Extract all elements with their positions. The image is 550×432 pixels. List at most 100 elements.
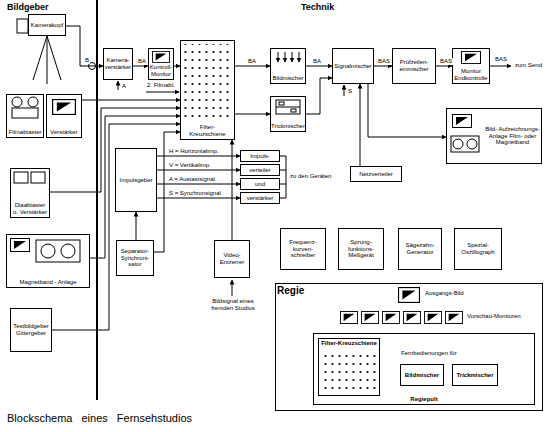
connector (232, 140, 233, 240)
node-text: Regiepult (410, 396, 437, 403)
annotation-label: A (121, 83, 127, 90)
node-text: Trickmischer (456, 372, 493, 379)
node-text: Filter-Kreuzschiene (321, 340, 377, 347)
node-text: Diaabtaster u. Verstärker (12, 202, 48, 216)
annotation-label: Ausgangs-Bild (424, 290, 465, 297)
signal-label: B (84, 57, 90, 64)
process-box: Trickmischer (270, 96, 306, 132)
mixer-arrows (278, 52, 299, 62)
node-text: Impuls- (250, 153, 270, 160)
process-box: Bildmischer (270, 48, 306, 84)
process-box: Spezial- Oszillograph (454, 228, 502, 270)
annotation-label: S (347, 88, 353, 95)
process-box: Kontroll- Monitor (148, 48, 174, 80)
process-box: Sägezahn- Generator (398, 228, 442, 270)
connector (82, 100, 180, 101)
signal-stub (146, 92, 179, 93)
annotation-label: Bildsignal eines fremden Studios (203, 298, 263, 312)
node-text: Monitor Endkontrolle (454, 68, 488, 82)
node-text: Kamerakopf (31, 22, 63, 29)
connector (436, 66, 452, 67)
node-text: Bildmischer (272, 75, 303, 82)
signal-label: BA (312, 58, 322, 65)
node-text: Spezial- Oszillograph (456, 242, 500, 256)
process-box: Video- Entzerrer (214, 240, 250, 278)
process-box: Sprung- funktions- Meßgerät (338, 228, 384, 270)
connector (235, 114, 270, 115)
node-text: Filmabtaster (8, 129, 41, 136)
caption: Blockschema eines Fernsehstudios (6, 412, 193, 425)
recorder-reels-drawing (451, 136, 479, 152)
signal-label: A = Austastsignal (168, 176, 216, 183)
node-text: Frequenz- kurven- schreiber (282, 239, 324, 260)
signal-label: H = Horizontalimp. (168, 148, 220, 155)
camera-drawing (17, 19, 61, 84)
node-text: Testbildgeber Gittergeber (12, 323, 50, 337)
process-box: Monitor Endkontrolle (452, 48, 490, 84)
control-desk: Regiepult Filter-KreuzschieneBildmischer T… (313, 333, 535, 405)
signal-label: S = Synchronsignal (168, 190, 222, 197)
node-text: Kontroll- Monitor (150, 64, 172, 78)
process-box: Bildmischer (400, 364, 444, 386)
connector (133, 66, 148, 67)
annotation-label: Fernbedienungen für (400, 350, 458, 357)
distribution-bracket (280, 156, 286, 198)
crossbar-dots (184, 44, 231, 122)
node-text: Prüfzeilen- einmischer (394, 59, 434, 73)
process-box: Trickmischer (452, 364, 498, 386)
signal-label: BAS (377, 58, 391, 65)
node-text: Sägezahn- Generator (400, 242, 440, 256)
node-text: verteiler (249, 167, 270, 174)
node-text: Bild- Aufzeichnungs- Anlage Film- oder M… (485, 126, 540, 147)
process-box: Kamera- verstärker (103, 48, 133, 80)
node-text: Magnetband - Anlage (19, 279, 76, 286)
node-text: Impulsgeber (119, 177, 152, 184)
node-text: Sprung- funktions- Meßgerät (340, 239, 382, 260)
annotation-label: Vorschau-Monitoren (466, 313, 522, 320)
connector (66, 26, 103, 66)
control-room-region: RegieRegiepult Filter-KreuzschieneBildmis… (275, 283, 543, 411)
signal-stub (344, 85, 345, 96)
annotation-label: zu den Geräten (289, 173, 332, 180)
connector (136, 212, 137, 240)
crossbar-dots (322, 350, 376, 392)
trick-mixer-drawing (276, 100, 300, 114)
film-scanner-drawing (12, 97, 38, 118)
column-divider (96, 0, 98, 400)
node-text: Kamera- verstärker (105, 57, 132, 71)
node-text: und (255, 181, 265, 188)
process-box: Signalmischer (332, 48, 374, 84)
node-text: Regie (277, 285, 304, 297)
node-text: Bildmischer (405, 372, 439, 379)
signal-label: BA (137, 58, 147, 65)
process-box: Filter-Kreuzschiene (318, 338, 380, 396)
input-arrow (232, 280, 233, 296)
process-box: Filter- Kreuzschiene (180, 40, 235, 140)
signal-label: BAS (439, 58, 453, 65)
node-text: Video- Entzerrer (216, 252, 248, 266)
output-arrow (490, 66, 511, 67)
signal-stub (118, 81, 119, 90)
annotation-label: 2. Filmabt. (146, 82, 176, 89)
node-text: Separator- Synchroni- sator (118, 248, 152, 269)
source-device: Magnetband - Anlage (6, 234, 90, 288)
source-device: Diaabtaster u. Verstärker (10, 168, 50, 218)
source-device: Verstärker (46, 94, 82, 138)
signal-label: BA (247, 58, 257, 65)
annotation-label: zum Send (514, 62, 543, 69)
process-box: verstärker (240, 192, 280, 204)
source-device: Kamerakopf (28, 14, 66, 36)
process-box: Netzverteiler (350, 166, 402, 182)
connector (306, 78, 332, 114)
annotation-label: BAS (494, 56, 508, 63)
connector (90, 116, 180, 258)
node-text: Trickmischer (271, 123, 305, 130)
node-text: verstärker (247, 195, 274, 202)
process-box: Impulsgeber (115, 148, 157, 212)
process-box: Separator- Synchroni- sator (116, 240, 154, 276)
connector (374, 66, 392, 67)
annotation-label: Technik (300, 2, 335, 12)
process-box: Prüfzeilen- einmischer (392, 48, 436, 84)
process-box: verteiler (240, 164, 280, 176)
